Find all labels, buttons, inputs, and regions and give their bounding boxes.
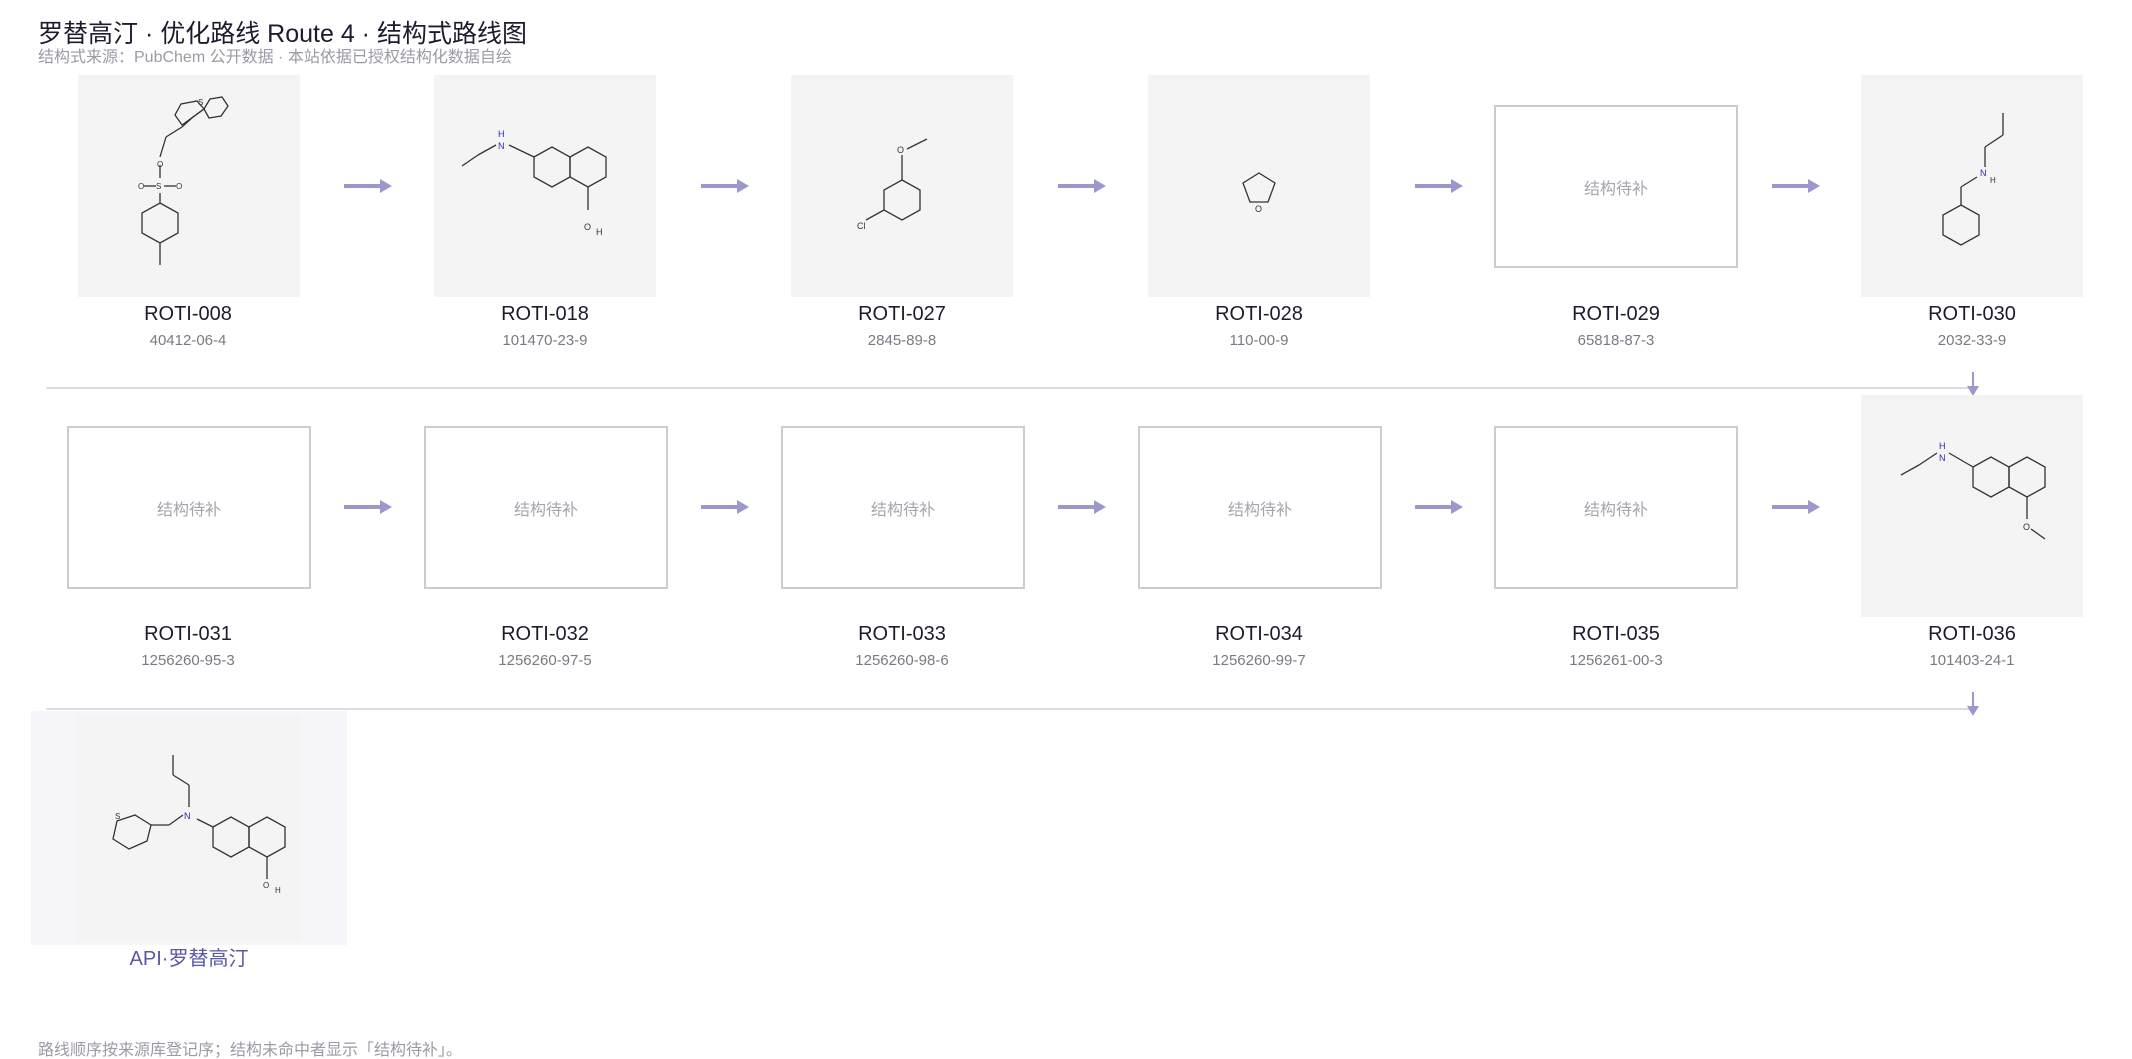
- svg-text:N: N: [184, 811, 191, 821]
- node-label: ROTI-018: [501, 303, 589, 325]
- node-label: ROTI-008: [144, 303, 232, 325]
- arrow-right-icon: [1413, 176, 1465, 196]
- node-cas: 65818-87-3: [1577, 332, 1655, 349]
- node-label: ROTI-033: [858, 623, 946, 645]
- arrow-right-icon: [1056, 176, 1108, 196]
- svg-text:N: N: [1980, 168, 1987, 178]
- node-cas: 1256260-99-7: [1212, 652, 1306, 669]
- node-cas: 101470-23-9: [502, 332, 588, 349]
- svg-text:N: N: [498, 141, 505, 151]
- svg-text:H: H: [275, 886, 281, 895]
- node-label: ROTI-028: [1215, 303, 1303, 325]
- arrow-right-icon: [1413, 497, 1465, 517]
- arrow-right-icon: [1056, 497, 1108, 517]
- molecule-roti-027: O Cl: [857, 138, 928, 231]
- molecule-roti-028: O: [1242, 172, 1276, 214]
- svg-text:O: O: [897, 145, 904, 155]
- node-label: ROTI-036: [1928, 623, 2016, 645]
- molecule-rotigotine: N S OH: [112, 755, 286, 895]
- arrow-right-icon: [1770, 176, 1822, 196]
- node-cas: 2032-33-9: [1937, 332, 2007, 349]
- arrow-down-icon: [1963, 370, 1983, 398]
- svg-text:O: O: [1255, 204, 1262, 214]
- page-subtitle: 结构式来源：PubChem 公开数据 · 本站依据已授权结构化数据自绘: [38, 49, 512, 66]
- arrow-down-icon: [1963, 690, 1983, 718]
- node-cas: 1256260-95-3: [141, 652, 235, 669]
- structure-placeholder: 结构待补: [1494, 105, 1738, 268]
- node-label: ROTI-027: [858, 303, 946, 325]
- svg-text:S: S: [115, 812, 120, 821]
- node-label: ROTI-034: [1215, 623, 1303, 645]
- structure-roti-008: S O S O O: [78, 75, 300, 297]
- structure-placeholder: 结构待补: [67, 426, 311, 589]
- node-cas: 40412-06-4: [149, 332, 227, 349]
- node-label: ROTI-035: [1572, 623, 1660, 645]
- svg-text:O: O: [263, 881, 269, 890]
- node-label: ROTI-032: [501, 623, 589, 645]
- node-label: ROTI-031: [144, 623, 232, 645]
- arrow-right-icon: [1770, 497, 1822, 517]
- structure-placeholder: 结构待补: [424, 426, 668, 589]
- node-cas: 1256260-98-6: [855, 652, 949, 669]
- node-cas: 1256261-00-3: [1569, 652, 1663, 669]
- svg-text:H: H: [596, 227, 603, 237]
- structure-placeholder: 结构待补: [1138, 426, 1382, 589]
- row-connector: [46, 387, 1974, 389]
- structure-placeholder: 结构待补: [1494, 426, 1738, 589]
- node-label: ROTI-030: [1928, 303, 2016, 325]
- molecule-roti-030: N H: [1942, 113, 2004, 246]
- arrow-right-icon: [342, 176, 394, 196]
- svg-text:Cl: Cl: [857, 221, 866, 231]
- svg-text:S: S: [198, 98, 203, 107]
- node-cas: 101403-24-1: [1929, 652, 2015, 669]
- arrow-right-icon: [699, 176, 751, 196]
- footnote: 路线顺序按来源库登记序；结构未命中者显示「结构待补」。: [38, 1042, 463, 1059]
- node-cas: 1256260-97-5: [498, 652, 592, 669]
- svg-text:H: H: [1990, 176, 1996, 185]
- svg-text:H: H: [1939, 441, 1946, 451]
- structure-roti-028: O: [1148, 75, 1370, 297]
- svg-text:S: S: [156, 182, 161, 191]
- structure-placeholder: 结构待补: [781, 426, 1025, 589]
- svg-text:N: N: [1939, 453, 1946, 463]
- svg-text:O: O: [584, 222, 591, 232]
- svg-text:O: O: [157, 160, 163, 169]
- structure-roti-030: N H: [1861, 75, 2083, 297]
- node-cas: 110-00-9: [1229, 332, 1289, 349]
- node-label: ROTI-029: [1572, 303, 1660, 325]
- svg-text:O: O: [138, 182, 144, 191]
- molecule-roti-036: HN O: [1900, 441, 2046, 540]
- molecule-roti-008: S O S O O: [138, 96, 229, 265]
- svg-text:H: H: [498, 129, 505, 139]
- final-product-label: API·罗替高汀: [129, 948, 249, 970]
- arrow-right-icon: [699, 497, 751, 517]
- row-connector: [46, 708, 1974, 710]
- arrow-right-icon: [342, 497, 394, 517]
- structure-roti-027: O Cl: [791, 75, 1013, 297]
- svg-text:O: O: [2023, 522, 2030, 532]
- node-cas: 2845-89-8: [867, 332, 937, 349]
- svg-text:O: O: [176, 182, 182, 191]
- page-title: 罗替高汀 · 优化路线 Route 4 · 结构式路线图: [38, 20, 527, 48]
